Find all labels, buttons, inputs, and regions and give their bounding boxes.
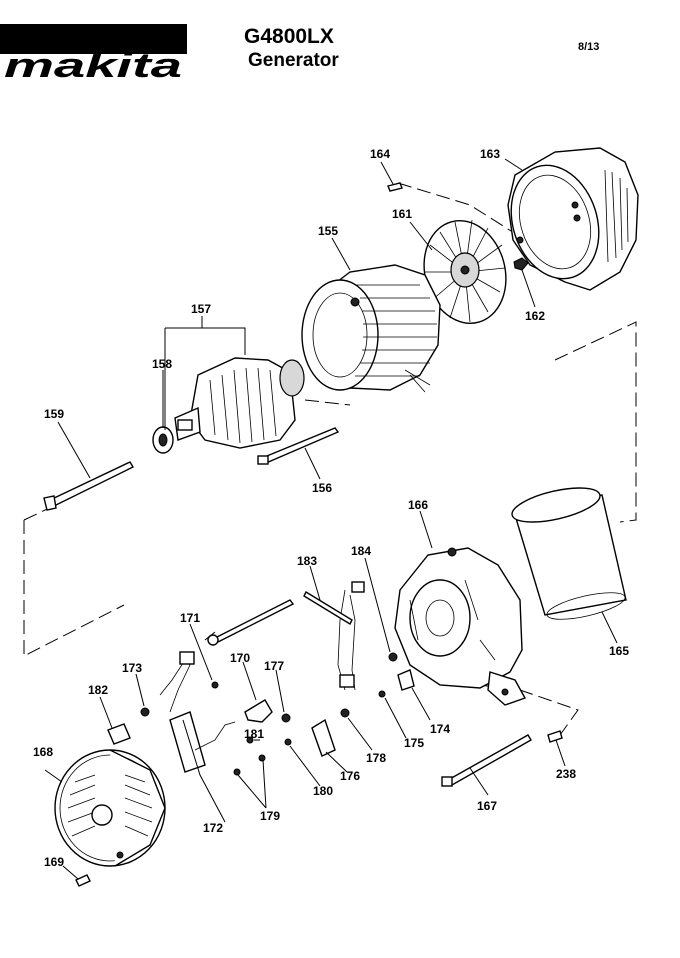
part-173-screw: [140, 707, 150, 717]
small-parts-179-181: [233, 736, 292, 776]
callout-170: 170: [230, 651, 250, 665]
part-170-bracket: [244, 699, 273, 723]
callout-156: 156: [312, 481, 332, 495]
callout-155: 155: [318, 224, 338, 238]
part-155-stator: [301, 264, 441, 393]
callout-159: 159: [44, 407, 64, 421]
callout-169: 169: [44, 855, 64, 869]
part-183-harness: [303, 581, 365, 691]
part-172-capacitor: [159, 651, 236, 773]
model-number: G4800LX: [244, 25, 334, 48]
part-167-bolt: [441, 734, 532, 787]
part-162-nut: [513, 257, 529, 271]
callout-165: 165: [609, 644, 629, 658]
callout-168: 168: [33, 745, 53, 759]
title-block: G4800LX Generator: [244, 24, 339, 72]
callout-163: 163: [480, 147, 500, 161]
part-163-fan-housing: [507, 147, 639, 291]
callout-166: 166: [408, 498, 428, 512]
part-164-bolt: [387, 182, 403, 192]
callout-173: 173: [122, 661, 142, 675]
callout-162: 162: [525, 309, 545, 323]
part-157-rotor: [174, 357, 305, 449]
callout-238: 238: [556, 767, 576, 781]
part-182-cap: [107, 723, 131, 745]
part-238-screw: [547, 730, 563, 743]
part-166-rear-housing: [394, 547, 527, 706]
part-161-cooling-fan: [423, 219, 507, 324]
part-165-ring-band: [511, 487, 627, 620]
callout-174: 174: [430, 722, 450, 736]
part-159-long-bolt: [43, 461, 134, 511]
callout-157: 157: [191, 302, 211, 316]
product-name: Generator: [248, 50, 339, 71]
callout-172: 172: [203, 821, 223, 835]
callout-171: 171: [180, 611, 200, 625]
callout-184: 184: [351, 544, 371, 558]
leader-lines: [44, 158, 618, 880]
part-184-nut: [388, 652, 398, 662]
part-168-end-cover: [54, 749, 166, 867]
part-175-screw: [378, 690, 386, 698]
callout-182: 182: [88, 683, 108, 697]
callout-180: 180: [313, 784, 333, 798]
part-177-washer: [281, 713, 291, 723]
callout-161: 161: [392, 207, 412, 221]
callout-178: 178: [366, 751, 386, 765]
callouts: 163 164 161 162 155 157 158 159 156 166 …: [33, 147, 629, 869]
part-169-screw: [75, 874, 91, 887]
part-174-clip: [397, 669, 415, 691]
part-156-through-bolt: [257, 427, 340, 465]
callout-175: 175: [404, 736, 424, 750]
brand-logo-text: makita: [4, 47, 182, 82]
callout-167: 167: [477, 799, 497, 813]
callout-179: 179: [260, 809, 280, 823]
callout-164: 164: [370, 147, 390, 161]
makita-logo: makita: [0, 24, 187, 82]
part-176-terminal: [311, 718, 336, 757]
part-158-bearing: [152, 426, 174, 454]
callout-177: 177: [264, 659, 284, 673]
part-171-bolt: [207, 599, 295, 689]
page-number: 8/13: [578, 41, 600, 53]
callout-181: 181: [244, 727, 264, 741]
callout-158: 158: [152, 357, 172, 371]
callout-183: 183: [297, 554, 317, 568]
part-178-screw: [340, 708, 350, 718]
callout-176: 176: [340, 769, 360, 783]
